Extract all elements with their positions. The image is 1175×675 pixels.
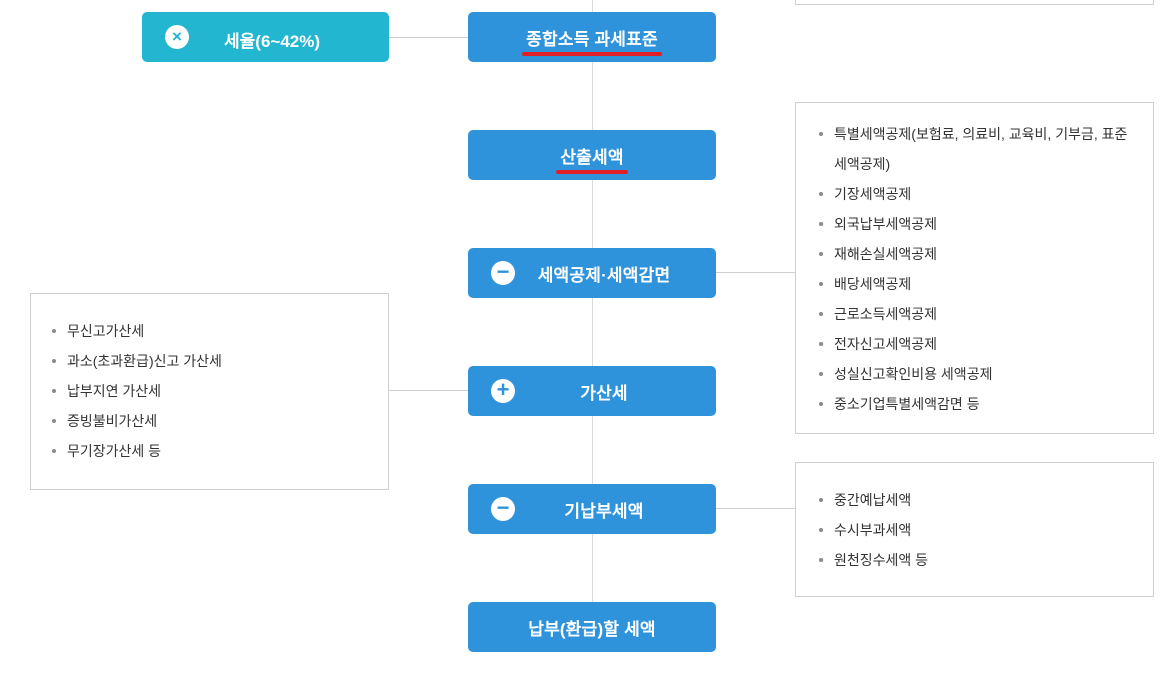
connector-rate: [389, 37, 468, 38]
prepaid-list: 중간예납세액 수시부과세액 원천징수세액 등: [816, 485, 1135, 575]
list-item: 재해손실세액공제: [816, 239, 1135, 269]
list-item: 과소(초과환급)신고 가산세: [49, 346, 370, 376]
list-item: 납부지연 가산세: [49, 376, 370, 406]
calculated-tax-label: 산출세액: [560, 147, 624, 167]
list-item: 증빙불비가산세: [49, 406, 370, 436]
tax-credit-box: 특별세액공제(보험료, 의료비, 교육비, 기부금, 표준세액공제) 기장세액공…: [795, 102, 1154, 434]
list-item: 원천징수세액 등: [816, 545, 1135, 575]
prepaid-tax-node: − 기납부세액: [468, 484, 716, 534]
taxable-income-node: 종합소득 과세표준: [468, 12, 716, 62]
connector-prepaid: [716, 508, 795, 509]
prepaid-box: 중간예납세액 수시부과세액 원천징수세액 등: [795, 462, 1154, 597]
tax-credit-list: 특별세액공제(보험료, 의료비, 교육비, 기부금, 표준세액공제) 기장세액공…: [816, 119, 1135, 419]
flow-spine: [592, 0, 593, 610]
connector-deduction: [716, 272, 795, 273]
list-item: 기장세액공제: [816, 179, 1135, 209]
list-item: 성실신고확인비용 세액공제: [816, 359, 1135, 389]
tax-rate-node: × 세율(6~42%): [142, 12, 389, 62]
list-item: 중간예납세액: [816, 485, 1135, 515]
penalty-box: 무신고가산세 과소(초과환급)신고 가산세 납부지연 가산세 증빙불비가산세 무…: [30, 293, 389, 490]
list-item: 무기장가산세 등: [49, 436, 370, 466]
tax-rate-label: 세율(6~42%): [224, 32, 321, 51]
list-item: 중소기업특별세액감면 등: [816, 389, 1135, 419]
minus-icon: −: [491, 261, 515, 285]
taxable-income-underline: [522, 51, 662, 56]
penalty-tax-node: + 가산세: [468, 366, 716, 416]
plus-icon: +: [491, 379, 515, 403]
connector-penalty: [388, 390, 468, 391]
penalty-tax-label: 가산세: [580, 383, 628, 403]
list-item: 수시부과세액: [816, 515, 1135, 545]
list-item: 외국납부세액공제: [816, 209, 1135, 239]
tax-credit-node: − 세액공제·세액감면: [468, 248, 716, 298]
prepaid-tax-label: 기납부세액: [564, 501, 644, 521]
taxable-income-label: 종합소득 과세표준: [526, 29, 658, 49]
list-item: 근로소득세액공제: [816, 299, 1135, 329]
times-icon: ×: [165, 25, 189, 49]
payable-tax-label: 납부(환급)할 세액: [528, 619, 656, 639]
calculated-tax-node: 산출세액: [468, 130, 716, 180]
list-item: 특별세액공제(보험료, 의료비, 교육비, 기부금, 표준세액공제): [816, 119, 1135, 179]
list-item: 무신고가산세: [49, 316, 370, 346]
minus-icon: −: [491, 497, 515, 521]
list-item: 배당세액공제: [816, 269, 1135, 299]
tax-credit-label: 세액공제·세액감면: [537, 265, 671, 285]
penalty-list: 무신고가산세 과소(초과환급)신고 가산세 납부지연 가산세 증빙불비가산세 무…: [49, 316, 370, 466]
income-box-partial: [795, 0, 1154, 5]
calculated-tax-underline: [556, 169, 628, 174]
payable-tax-node: 납부(환급)할 세액: [468, 602, 716, 652]
list-item: 전자신고세액공제: [816, 329, 1135, 359]
